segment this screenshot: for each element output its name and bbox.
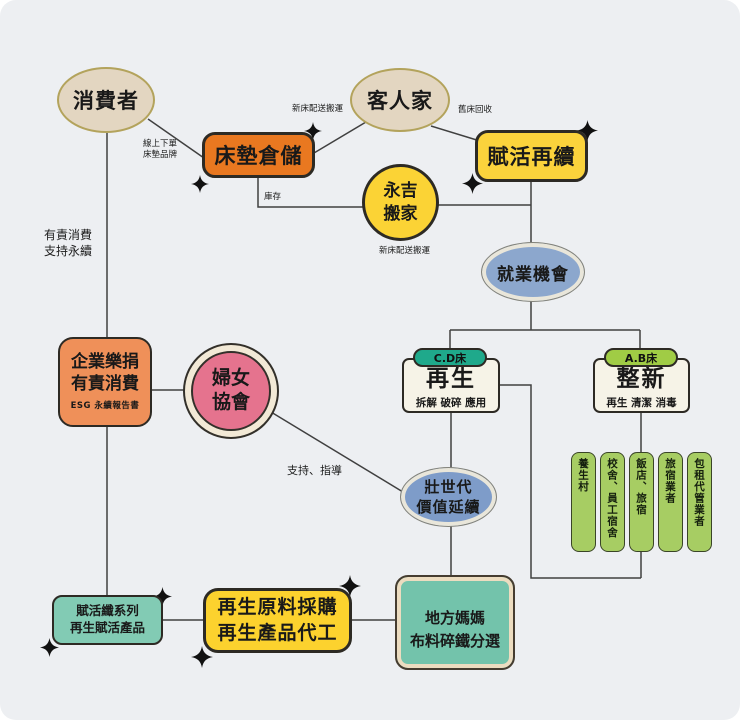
edge-label-responsible-line2: 支持永續: [44, 244, 93, 259]
node-senior-gen-line2: 價值延續: [416, 498, 481, 516]
node-procurement: 再生原料採購 再生產品代工: [203, 588, 352, 653]
edge-label-inventory: 庫存: [264, 192, 282, 202]
sparkle-icon: [191, 175, 209, 193]
venue-pill-hotels: 飯店、旅宿: [629, 452, 654, 552]
node-procurement-line2: 再生產品代工: [217, 621, 338, 644]
sparkle-icon: [40, 638, 59, 657]
node-yongji-moving: 永吉 搬家: [362, 164, 439, 241]
venue-pill-label: 養生村: [577, 458, 589, 493]
node-revive-renew-label: 賦活再續: [487, 145, 576, 169]
sparkle-icon: [191, 646, 213, 668]
node-corporate-sub: ESG 永續報告書: [70, 400, 140, 411]
node-corporate: 企業樂捐 有責消費 ESG 永續報告書: [58, 337, 152, 427]
node-local-moms-line2: 布料碎鐵分選: [409, 631, 500, 650]
node-fiber-series: 賦活纖系列 再生賦活產品: [52, 595, 163, 645]
node-regen: 再生 拆解 破碎 應用: [402, 358, 500, 413]
sparkle-icon: [153, 587, 172, 606]
edge-label-new-bed-delivery-top: 新床配送搬運: [292, 104, 344, 114]
node-customer-home: 客人家: [350, 68, 450, 132]
node-local-moms: 地方媽媽 布料碎鐵分選: [395, 575, 515, 670]
node-revive-renew: 賦活再續: [475, 130, 588, 182]
venue-pill-label: 校舍、員工宿舍: [606, 458, 618, 539]
venue-pill-label: 旅宿業者: [664, 458, 676, 504]
edge-customerhome-renew: [430, 125, 481, 142]
node-employment-label: 就業機會: [497, 264, 569, 285]
venue-pill-lodging-operators: 旅宿業者: [658, 452, 683, 552]
venue-pill-group: 養生村 校舍、員工宿舍 飯店、旅宿 旅宿業者 包租代管業者: [571, 452, 712, 552]
edge-label-online-order: 線上下單 床墊品牌: [143, 139, 177, 160]
venue-pill-yangshengcun: 養生村: [571, 452, 596, 552]
node-yongji-moving-line1: 永吉: [383, 181, 418, 202]
venue-pill-dorms: 校舍、員工宿舍: [600, 452, 625, 552]
edge-regen-loop: [500, 384, 641, 579]
node-refurbish-title: 整新: [616, 365, 667, 392]
node-procurement-line1: 再生原料採購: [217, 595, 338, 618]
node-regen-sub: 拆解 破碎 應用: [415, 396, 487, 409]
edge-warehouse-mover: [257, 178, 364, 208]
node-yongji-moving-line2: 搬家: [383, 203, 418, 224]
node-womens-assoc-inner: 婦女 協會: [191, 351, 271, 431]
node-employment: 就業機會: [481, 242, 585, 302]
node-regen-title: 再生: [426, 365, 476, 392]
node-refurbish-tag: A.B床: [604, 348, 678, 367]
node-local-moms-line1: 地方媽媽: [424, 609, 485, 627]
node-fiber-series-line2: 再生賦活產品: [69, 620, 145, 635]
edge-consumer-warehouse: [147, 118, 205, 159]
node-regen-tag-label: C.D床: [433, 351, 467, 365]
sparkle-icon: [462, 173, 483, 194]
node-refurbish: 整新 再生 清潔 消毒: [593, 358, 690, 413]
sparkle-icon: [304, 122, 322, 140]
node-refurbish-tag-label: A.B床: [624, 351, 658, 365]
node-regen-tag: C.D床: [413, 348, 487, 367]
edge-label-online-order-line1: 線上下單: [143, 139, 178, 149]
node-corporate-line2: 有責消費: [71, 373, 139, 394]
edge-label-online-order-line2: 床墊品牌: [143, 149, 178, 160]
edge-label-new-bed-delivery-mid: 新床配送搬運: [379, 246, 431, 256]
node-customer-home-label: 客人家: [367, 89, 433, 113]
sparkle-icon: [339, 575, 361, 597]
node-fiber-series-line1: 賦活纖系列: [76, 603, 139, 619]
node-refurbish-sub: 再生 清潔 消毒: [606, 396, 677, 409]
sparkle-icon: [577, 120, 598, 141]
edge-warehouse-customerhome: [313, 121, 367, 154]
node-senior-gen-line1: 壯世代: [424, 477, 473, 496]
edge-label-responsible-line1: 有責消費: [44, 228, 93, 242]
node-mattress-warehouse-label: 床墊倉儲: [214, 144, 303, 168]
node-mattress-warehouse: 床墊倉儲: [202, 132, 315, 178]
node-senior-gen: 壯世代 價值延續: [400, 467, 497, 527]
edge-label-responsible-consumption: 有責消費 支持永續: [44, 227, 92, 259]
edge-womens-senior: [270, 411, 404, 493]
venue-pill-property-managers: 包租代管業者: [687, 452, 712, 552]
node-womens-assoc-line2: 協會: [211, 391, 250, 413]
node-consumer-label: 消費者: [73, 89, 139, 113]
edge-label-support-guidance: 支持、指導: [287, 464, 342, 477]
node-womens-assoc: 婦女 協會: [183, 343, 279, 439]
edge-label-old-bed-recycle: 舊床回收: [458, 105, 493, 115]
node-consumer: 消費者: [57, 67, 155, 133]
venue-pill-label: 包租代管業者: [693, 458, 705, 527]
node-womens-assoc-line1: 婦女: [211, 367, 250, 390]
node-corporate-line1: 企業樂捐: [71, 352, 139, 373]
venue-pill-label: 飯店、旅宿: [635, 458, 647, 516]
